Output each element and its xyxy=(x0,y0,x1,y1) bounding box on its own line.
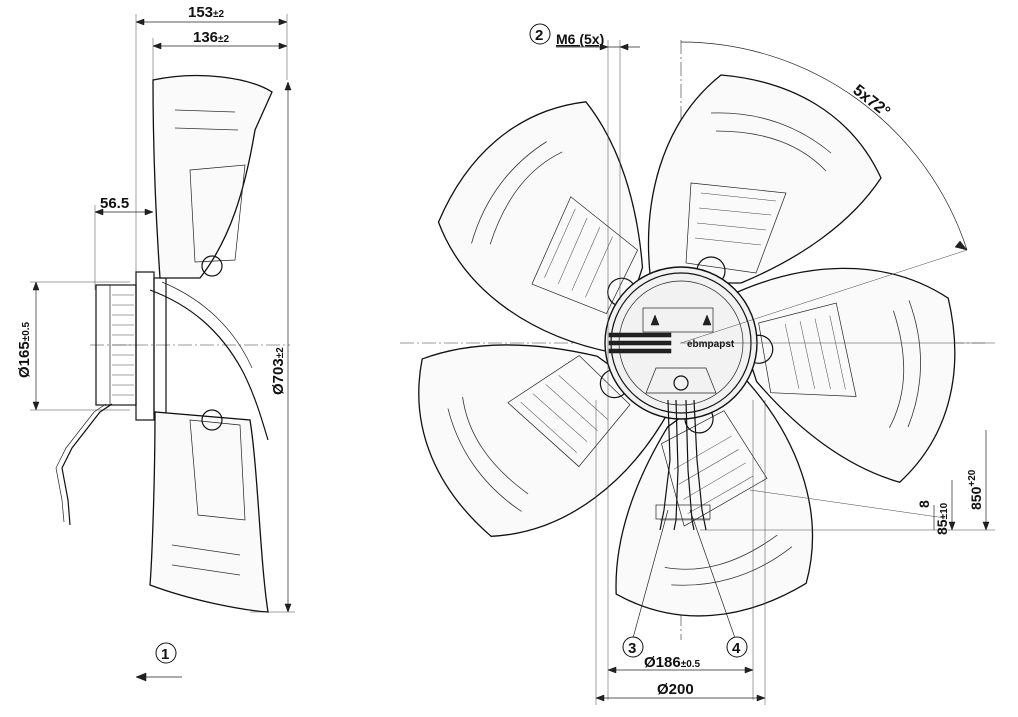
blade-bolt xyxy=(201,255,223,277)
callout-1-label: 1 xyxy=(161,646,169,663)
callout-4 xyxy=(726,636,748,658)
dim-153-label: 153±2 xyxy=(188,4,225,21)
brand-logo-text: ebmpapst xyxy=(687,339,735,350)
hub-flange xyxy=(135,271,155,421)
arrow xyxy=(982,521,990,531)
arrow xyxy=(144,208,154,216)
leader-4 xyxy=(689,509,736,639)
arrow xyxy=(278,18,288,26)
dim-136-label: 136±2 xyxy=(193,29,230,46)
callout-1 xyxy=(155,642,177,664)
impeller: ebmpapst xyxy=(361,69,999,679)
terminal-bar xyxy=(608,332,672,338)
side-blade-upper xyxy=(152,74,273,279)
airflow-arrow-head xyxy=(135,672,147,682)
dim-85-label: 85±10 xyxy=(934,502,950,535)
arrow xyxy=(152,42,162,50)
side-cable-edge xyxy=(55,403,107,523)
arrow xyxy=(744,666,754,674)
leader-3 xyxy=(632,509,669,639)
thread-label: M6 (5x) xyxy=(556,31,604,47)
terminal-bar xyxy=(608,340,672,346)
warning-icon xyxy=(702,314,712,326)
dim-56-label: 56.5 xyxy=(100,195,129,212)
hub-ring xyxy=(153,277,167,415)
side-cable xyxy=(61,403,113,526)
angle-label: 5x72° xyxy=(850,82,894,121)
angle-ray xyxy=(680,249,968,344)
arrow xyxy=(948,521,956,531)
blade-root-lower xyxy=(189,419,246,521)
arrow xyxy=(94,208,104,216)
fan-blade xyxy=(647,74,882,286)
side-view: 153±2 136±2 56.5 Ø165±0.5 Ø703±2 xyxy=(16,4,295,682)
arrow xyxy=(278,42,288,50)
blade-bolt xyxy=(201,409,223,431)
dim-186-label: Ø186±0.5 xyxy=(644,654,701,671)
arrow xyxy=(756,694,766,702)
dim-703-label: Ø703±2 xyxy=(270,347,287,395)
callout-3 xyxy=(622,636,644,658)
earth-symbol xyxy=(673,375,689,391)
arrow xyxy=(32,281,40,291)
arrow xyxy=(32,401,40,411)
arrow xyxy=(599,43,609,51)
side-blade-mid2 xyxy=(161,281,253,369)
side-blade-lower xyxy=(149,411,269,613)
cable-gland-box xyxy=(645,367,717,394)
arrow xyxy=(135,18,145,26)
side-blade-mid xyxy=(149,289,269,441)
callout-3-label: 3 xyxy=(628,640,636,657)
arrow xyxy=(619,43,629,51)
arrow xyxy=(954,240,968,251)
blade-slots xyxy=(174,109,239,131)
warning-icon xyxy=(650,314,660,326)
ext-line xyxy=(749,489,946,519)
callout-2 xyxy=(529,23,551,45)
callout-2-label: 2 xyxy=(535,27,543,44)
callout-4-label: 4 xyxy=(732,640,741,657)
dim-200-label: Ø200 xyxy=(657,681,694,698)
arrow xyxy=(595,694,605,702)
front-view: ebmpapst 2 M6 (5x) 5x72° 850+20 85±10 8 xyxy=(361,23,999,705)
dim-8-label: 8 xyxy=(916,500,932,508)
warning-label xyxy=(642,307,714,333)
front-cables xyxy=(655,399,711,531)
blade-root-upper xyxy=(189,164,246,263)
arrow xyxy=(607,666,617,674)
motor-fins xyxy=(112,294,134,396)
blade-slots xyxy=(171,544,241,576)
dim-850-label: 850+20 xyxy=(967,469,984,510)
dim-165-label: Ø165±0.5 xyxy=(16,321,33,378)
terminal-bar xyxy=(608,348,672,354)
arrow xyxy=(284,603,292,613)
arrow xyxy=(284,81,292,91)
angle-arc xyxy=(680,41,968,251)
